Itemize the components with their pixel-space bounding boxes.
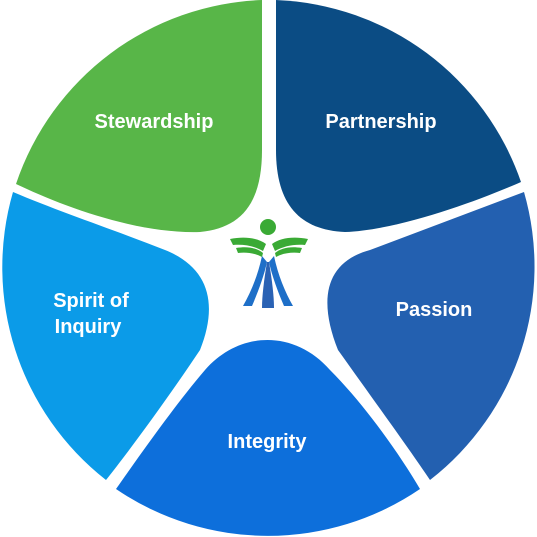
logo-left-arm-under: [236, 247, 263, 257]
logo-left-arm: [230, 237, 266, 251]
segment-stewardship: [16, 0, 262, 233]
logo-right-arm: [272, 237, 308, 251]
segment-label-integrity: Integrity: [228, 431, 308, 453]
logo-left-leg: [243, 256, 267, 306]
segment-spirit-of-inquiry: [2, 192, 209, 480]
person-figure-logo-icon: [230, 219, 308, 308]
logo-right-leg: [269, 256, 293, 306]
segment-partnership: [276, 0, 521, 232]
segment-integrity: [116, 340, 420, 536]
segment-label-passion: Passion: [396, 299, 473, 321]
logo-center-leg: [262, 262, 274, 308]
segment-passion: [327, 192, 535, 480]
segment-label-stewardship: Stewardship: [95, 111, 214, 133]
segment-label-spirit-of-inquiry-line2: Inquiry: [55, 316, 123, 338]
logo-head: [260, 219, 276, 235]
logo-right-arm-under: [275, 247, 302, 257]
segment-label-spirit-of-inquiry: Spirit of: [53, 290, 129, 312]
segment-label-partnership: Partnership: [325, 111, 436, 133]
